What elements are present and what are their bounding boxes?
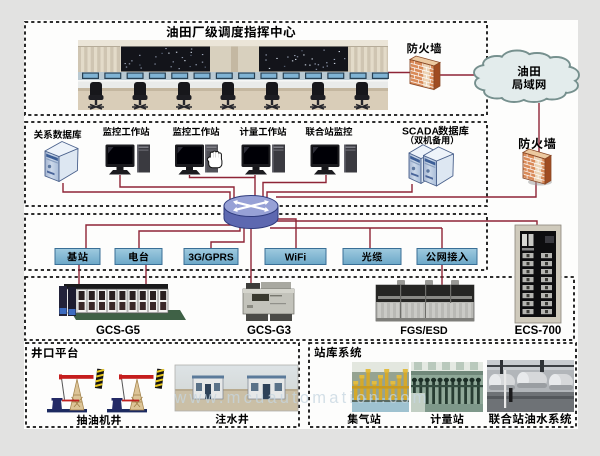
svg-text:GCS-G3: GCS-G3 — [247, 325, 291, 337]
svg-text:www.mcuautomation.com: www.mcuautomation.com — [173, 389, 429, 407]
svg-text:3G/GPRS: 3G/GPRS — [188, 253, 233, 264]
svg-text:WiFi: WiFi — [285, 253, 307, 264]
svg-text:SCADA: SCADA — [402, 127, 439, 138]
svg-text:GCS-G5: GCS-G5 — [96, 325, 141, 337]
svg-text:FGS/ESD: FGS/ESD — [400, 325, 448, 337]
svg-text:ECS-700: ECS-700 — [515, 325, 562, 337]
